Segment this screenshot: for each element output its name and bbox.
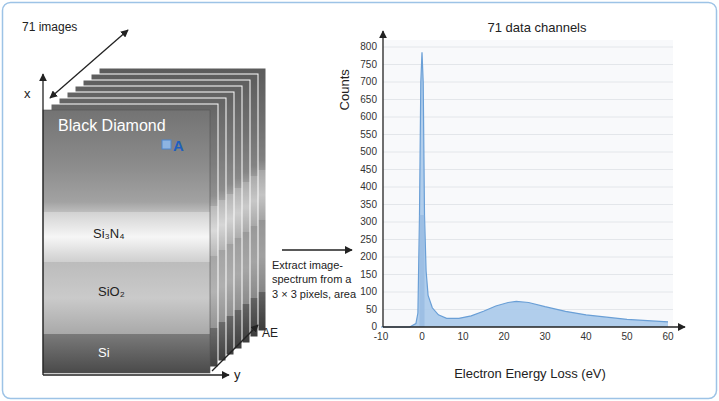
tick-label: 350 — [360, 199, 377, 211]
tick-label: 0 — [419, 331, 425, 343]
axis-name: AE — [262, 326, 278, 340]
layer-band: Si₃N₄ — [43, 212, 210, 262]
tick-label: 150 — [360, 269, 377, 281]
spectrum-chart — [381, 40, 673, 327]
tick-label: 650 — [360, 94, 377, 106]
frame — [3, 3, 717, 399]
tick-label: 50 — [621, 331, 632, 343]
grid-line — [383, 169, 673, 170]
tick-label: 100 — [360, 286, 377, 298]
layer-band — [43, 212, 210, 262]
grid-line — [383, 134, 673, 135]
tick-label: 750 — [360, 59, 377, 71]
tick-label: 200 — [360, 251, 377, 263]
tick-label: 20 — [498, 331, 509, 343]
grid-line — [383, 47, 673, 48]
layer-band — [43, 334, 210, 373]
peak-shade — [420, 215, 425, 327]
area-name: A — [173, 137, 184, 155]
layer-band — [43, 262, 210, 334]
axis-name: x — [24, 86, 31, 102]
grid-line — [383, 117, 673, 118]
axis-title: Electron Energy Loss (eV) — [454, 366, 606, 382]
counts-axis — [382, 31, 383, 327]
area-marker — [162, 140, 171, 149]
spectrum-fill — [381, 52, 668, 327]
x-axis-arrow — [42, 74, 43, 375]
layer-band — [43, 110, 210, 212]
grid-line — [383, 99, 673, 100]
spectrum-line — [381, 52, 668, 327]
energy-axis — [383, 326, 685, 327]
slice-edge — [43, 110, 210, 373]
grid-line — [383, 257, 673, 258]
tick-label: 30 — [539, 331, 550, 343]
tick-label: 550 — [360, 129, 377, 141]
axis-title: Counts — [337, 69, 353, 110]
layer-band: Si — [43, 334, 210, 373]
tick-label: 40 — [580, 331, 591, 343]
tick-label: 50 — [366, 304, 377, 316]
tick-label: 300 — [360, 216, 377, 228]
image-slice — [43, 110, 210, 373]
tick-label: -10 — [374, 331, 388, 343]
image-stack — [43, 68, 266, 373]
tick-label: 500 — [360, 146, 377, 158]
energy-axis-arrow — [212, 325, 258, 371]
tick-label: 800 — [360, 41, 377, 53]
tick-label: 700 — [360, 76, 377, 88]
grid-line — [383, 239, 673, 240]
grid-line — [383, 82, 673, 83]
layer-name: Si — [98, 345, 110, 361]
stack-depth-arrow — [50, 30, 128, 98]
layer-name: Si₃N₄ — [93, 226, 125, 242]
extract-arrow — [282, 249, 352, 250]
chart-title: 71 data channels — [487, 20, 586, 36]
layer-name: SiO₂ — [98, 284, 125, 300]
layer-band: SiO₂ — [43, 262, 210, 334]
y-axis-arrow — [43, 374, 229, 375]
axis-name: y — [234, 367, 241, 383]
stack-count: 71 images — [22, 20, 77, 34]
tick-label: 600 — [360, 111, 377, 123]
layer-band: Black Diamond — [43, 110, 210, 212]
tick-label: 60 — [662, 331, 673, 343]
tick-label: 450 — [360, 164, 377, 176]
grid-line — [383, 64, 673, 65]
process-note: Extract image-spectrum from a 3 × 3 pixe… — [272, 258, 360, 301]
layer-name: Black Diamond — [58, 116, 166, 135]
tick-label: 250 — [360, 234, 377, 246]
grid-line — [383, 222, 673, 223]
grid-line — [383, 152, 673, 153]
tick-label: 10 — [457, 331, 468, 343]
grid-line — [383, 187, 673, 188]
grid-line — [383, 204, 673, 205]
tick-label: 400 — [360, 181, 377, 193]
